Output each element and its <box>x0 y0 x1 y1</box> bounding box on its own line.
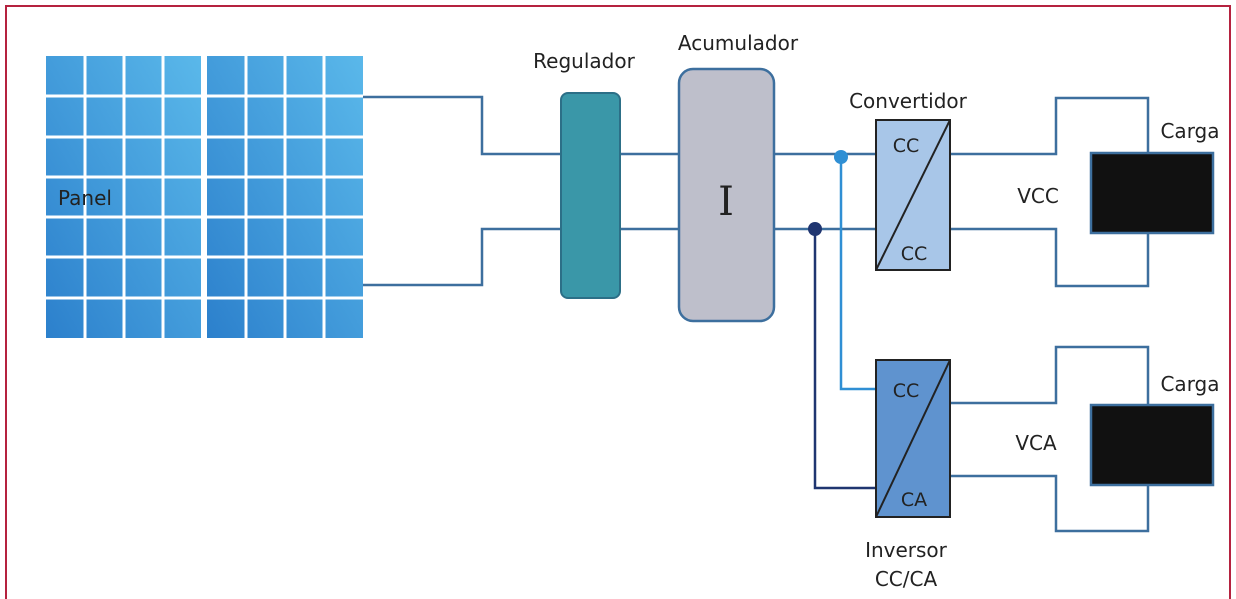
wire-load-bottom-lower <box>950 474 1150 533</box>
vcc-label: VCC <box>1017 184 1059 208</box>
wire-branch-negative <box>813 229 876 490</box>
panel-label: Panel <box>58 186 112 210</box>
converter-divider <box>875 119 951 271</box>
converter-label: Convertidor <box>849 89 968 113</box>
accumulator-symbol: I <box>718 179 734 225</box>
inverter-in-label: CC <box>893 380 920 402</box>
converter-in-label: CC <box>893 135 920 157</box>
junction-negative <box>808 222 822 236</box>
converter-out-label: CC <box>901 243 928 265</box>
accumulator-box <box>677 67 776 323</box>
wire-load-bottom-upper <box>950 345 1150 405</box>
solar-panel-right <box>207 56 363 338</box>
frame-border <box>5 5 1231 599</box>
regulator-box <box>560 92 621 299</box>
load-top-label: Carga <box>1160 119 1219 143</box>
vca-label: VCA <box>1015 431 1057 455</box>
load-bottom-box <box>1089 403 1215 487</box>
wire-load-top-upper <box>950 96 1150 156</box>
inverter-label-line1: Inversor <box>865 538 948 562</box>
junction-positive <box>834 150 848 164</box>
inverter-label-line2: CC/CA <box>875 567 938 591</box>
inverter-out-label: CA <box>901 489 927 511</box>
wire-load-top-lower <box>950 227 1150 288</box>
inverter-divider <box>875 359 951 518</box>
wire-branch-positive <box>839 157 876 391</box>
solar-panel-left <box>46 56 201 338</box>
load-top-box <box>1089 151 1215 235</box>
accumulator-label: Acumulador <box>678 31 799 55</box>
load-bottom-label: Carga <box>1160 372 1219 396</box>
regulator-label: Regulador <box>533 49 635 73</box>
